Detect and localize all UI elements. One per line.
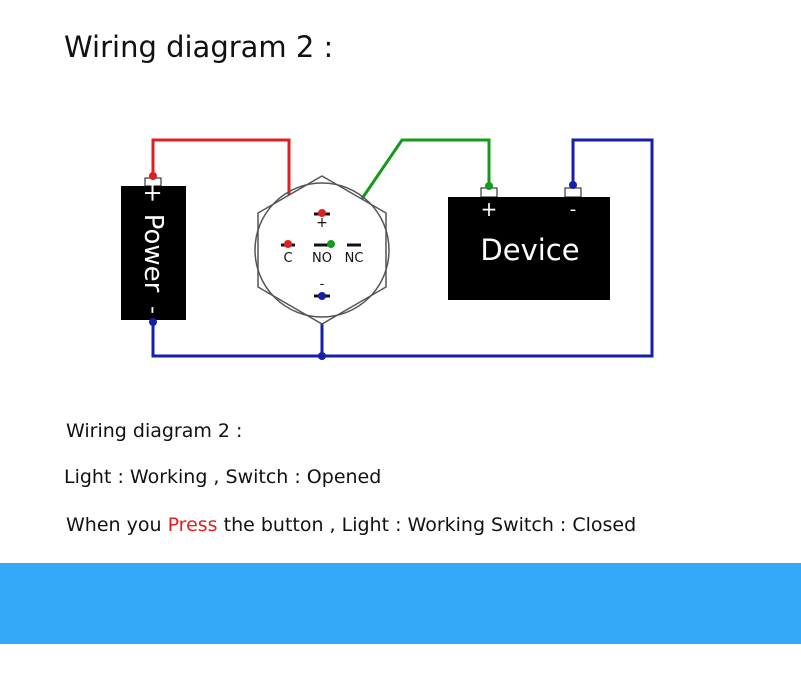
- junction-dot-power-plus: [149, 172, 157, 180]
- junction-dot-switch-no: [327, 240, 335, 248]
- page-title: Wiring diagram 2 :: [64, 30, 334, 64]
- junction-dot-switch-minus: [318, 292, 326, 300]
- caption-after: the button , Light : Working Switch : Cl…: [217, 514, 637, 536]
- switch-c-label: C: [283, 251, 292, 266]
- switch-plus-label: +: [316, 215, 328, 231]
- device-minus-terminal: [564, 187, 582, 198]
- junction-dot-switch-plus: [318, 209, 326, 217]
- caption-press-highlight: Press: [167, 514, 218, 536]
- power-plus-label: +: [139, 183, 167, 203]
- device-minus-label: -: [570, 199, 577, 220]
- footer-band: [0, 563, 801, 644]
- switch-no-label: NO: [312, 251, 332, 266]
- switch-nc-label: NC: [345, 251, 364, 266]
- device-box: [448, 197, 610, 300]
- junction-dot-power-minus: [149, 318, 157, 326]
- junction-dot-switch-c: [284, 240, 292, 248]
- caption-before: When you: [66, 514, 168, 536]
- device-plus-label: +: [481, 197, 498, 221]
- switch-ring: [254, 182, 390, 318]
- device-label: Device: [480, 233, 579, 267]
- no-to-device-wire: [329, 138, 491, 245]
- switch-housing: [257, 175, 387, 325]
- power-minus-label: -: [141, 306, 166, 314]
- caption-state-opened: Light : Working , Switch : Opened: [64, 466, 382, 488]
- junction-dot-device-plus: [485, 182, 493, 190]
- junction-dot-ground: [318, 352, 326, 360]
- power-supply: [121, 186, 186, 320]
- power-label: Power: [138, 214, 168, 293]
- caption-state-closed: When you Press the button , Light : Work…: [66, 514, 636, 536]
- junction-dot-device-minus: [569, 181, 577, 189]
- caption-title: Wiring diagram 2 :: [66, 420, 243, 442]
- negative-wire: [151, 138, 654, 358]
- switch-minus-label: -: [320, 277, 325, 292]
- wiring-diagram: Power + - + C NO NC - + - Device: [121, 138, 654, 360]
